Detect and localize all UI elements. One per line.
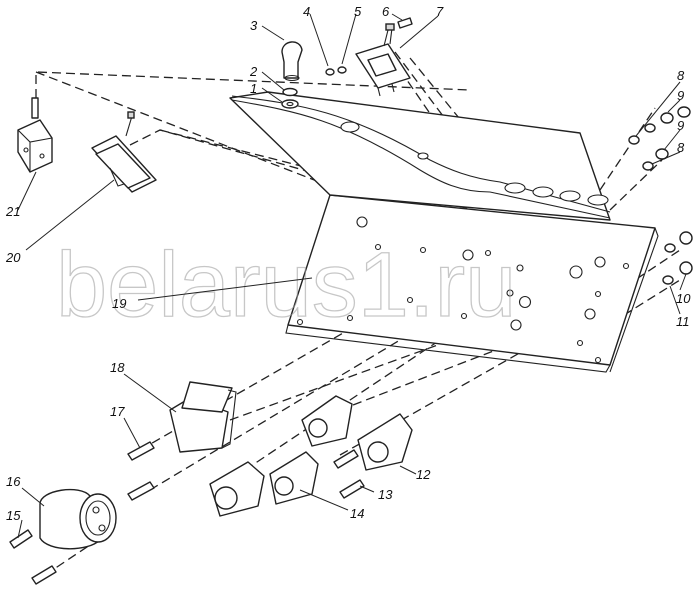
callout-21: 21 — [5, 204, 20, 219]
callout-11: 11 — [676, 314, 690, 329]
callout-4: 4 — [303, 4, 310, 19]
callout-9-top: 9 — [677, 88, 684, 103]
panel-plate — [285, 194, 659, 373]
toggle-switch — [355, 23, 411, 97]
callout-17: 17 — [110, 404, 125, 419]
callout-2: 2 — [249, 64, 258, 79]
callout-18: 18 — [110, 360, 125, 375]
callout-15: 15 — [6, 508, 21, 523]
callout-8-top: 8 — [677, 68, 685, 83]
callout-3: 3 — [250, 18, 258, 33]
gauges — [209, 395, 413, 517]
callout-7: 7 — [436, 4, 444, 19]
callout-12: 12 — [416, 467, 431, 482]
small-fasteners-top — [325, 17, 413, 76]
upper-cover — [229, 91, 611, 221]
relay-bracket — [169, 381, 237, 453]
callout-20: 20 — [5, 250, 21, 265]
relay-block — [91, 111, 157, 193]
watermark-text: belarus1.ru — [56, 234, 516, 336]
screws — [9, 441, 365, 585]
callout-6: 6 — [382, 4, 390, 19]
callout-19: 19 — [112, 296, 126, 311]
callout-5: 5 — [354, 4, 362, 19]
callout-10: 10 — [676, 291, 691, 306]
callout-9-bottom: 9 — [677, 118, 684, 133]
callout-8-bottom: 8 — [677, 140, 685, 155]
switch-left — [17, 97, 53, 173]
callout-14: 14 — [350, 506, 364, 521]
callout-13: 13 — [378, 487, 393, 502]
callout-1: 1 — [250, 81, 257, 96]
knob-assembly — [281, 41, 303, 109]
washers-nuts-right — [628, 106, 693, 285]
callout-16: 16 — [6, 474, 21, 489]
callout-labels: 1 2 3 4 5 6 7 8 9 9 8 10 11 12 13 14 15 … — [5, 4, 691, 523]
socket — [39, 488, 117, 550]
leader-lines — [17, 13, 687, 539]
